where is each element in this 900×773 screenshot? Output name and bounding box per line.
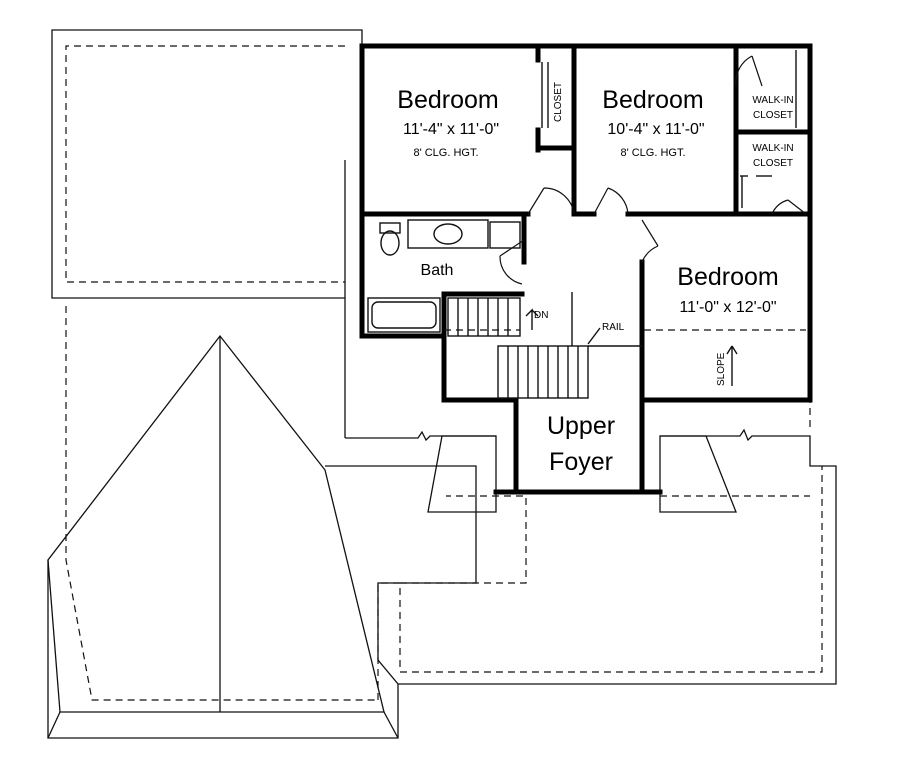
bedroom-2-ceiling: 8' CLG. HGT. — [620, 147, 685, 159]
foyer-label-line1: Upper — [547, 412, 615, 440]
stair-down-label: DN — [534, 310, 548, 321]
roof-outline — [47, 29, 837, 739]
slope-label: SLOPE — [716, 352, 727, 386]
walls — [359, 43, 813, 495]
bedroom-2-label: Bedroom — [602, 86, 703, 114]
walkin-closet-2-line2: CLOSET — [753, 158, 793, 169]
bedroom-3-label: Bedroom — [677, 263, 778, 291]
bedroom-1-size: 11'-4" x 11'-0" — [403, 121, 499, 138]
rail-label: RAIL — [602, 322, 625, 333]
closet-label: CLOSET — [553, 82, 564, 122]
fixtures — [367, 50, 806, 399]
bedroom-3-size: 11'-0" x 12'-0" — [679, 299, 776, 316]
foyer-label-line2: Foyer — [549, 448, 613, 476]
bedroom-1-label: Bedroom — [397, 86, 498, 114]
labels: Bedroom 11'-4" x 11'-0" 8' CLG. HGT. Bed… — [397, 82, 793, 476]
eave-lines — [65, 45, 823, 701]
bedroom-1-ceiling: 8' CLG. HGT. — [413, 147, 478, 159]
walkin-closet-1-line1: WALK-IN — [752, 95, 793, 106]
walkin-closet-2-line1: WALK-IN — [752, 143, 793, 154]
walkin-closet-1-line2: CLOSET — [753, 110, 793, 121]
bath-label: Bath — [421, 262, 454, 279]
bedroom-2-size: 10'-4" x 11'-0" — [607, 121, 704, 138]
